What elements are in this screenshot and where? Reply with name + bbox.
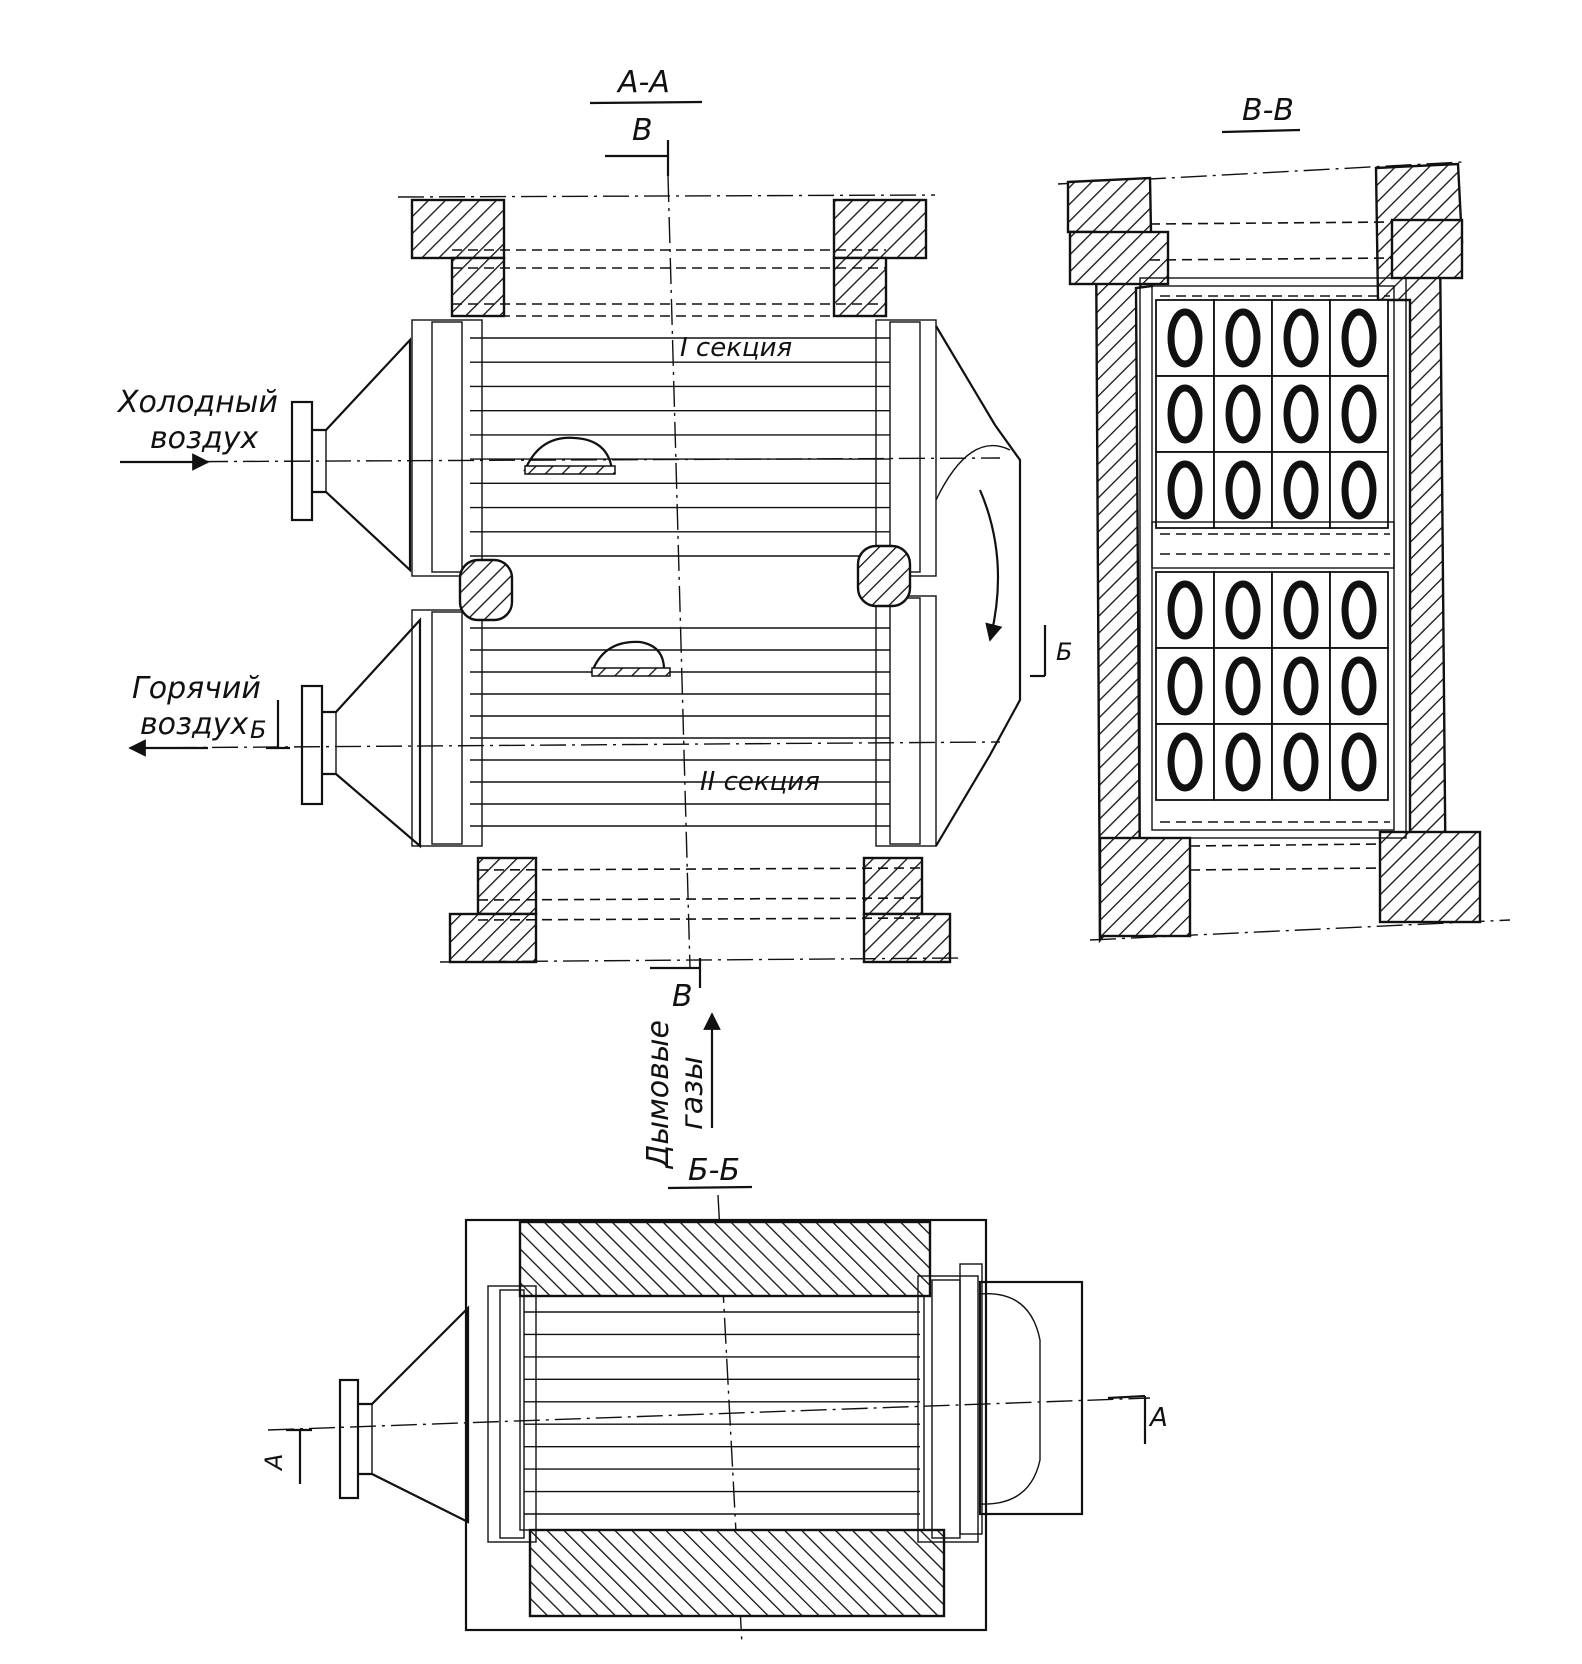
hot-air-label-1: Горячий bbox=[132, 671, 261, 706]
cut-mark-a-right: А bbox=[1107, 1394, 1168, 1444]
top-right-block bbox=[832, 198, 928, 260]
cut-mark-v-bottom: В bbox=[650, 958, 702, 1014]
view-vv: В-В bbox=[1057, 93, 1511, 944]
section-aa-title: А-А bbox=[616, 65, 670, 100]
vv-oval-opening bbox=[1225, 384, 1261, 444]
vv-oval-opening bbox=[1341, 732, 1377, 792]
cut-a-left-label: А bbox=[260, 1454, 288, 1472]
section-vv-title: В-В bbox=[1242, 93, 1294, 128]
vv-oval-opening bbox=[1225, 460, 1261, 520]
section-bb-title: Б-Б bbox=[688, 1153, 740, 1188]
section-vv-underline bbox=[1221, 128, 1301, 134]
cut-b-right-label: Б bbox=[1056, 638, 1072, 666]
hot-air-outlet bbox=[300, 617, 422, 849]
vv-oval-opening bbox=[1283, 308, 1319, 368]
inspection-hatch-lower bbox=[590, 640, 666, 674]
flue-gas-label-1: Дымовые bbox=[641, 1020, 676, 1170]
inspection-hatch-upper bbox=[523, 436, 614, 472]
bb-outlet bbox=[959, 1263, 1084, 1535]
vv-oval-opening bbox=[1225, 732, 1261, 792]
view-bb: Б-Б А bbox=[260, 1153, 1168, 1646]
view-aa: А-А В bbox=[116, 65, 1072, 1170]
vv-oval-opening bbox=[1167, 656, 1203, 716]
bb-outer-frame bbox=[464, 1218, 988, 1632]
vv-oval-opening bbox=[1167, 580, 1203, 640]
cut-mark-a-left: А bbox=[260, 1428, 312, 1484]
vv-oval-opening bbox=[1283, 732, 1319, 792]
vv-oval-opening bbox=[1283, 656, 1319, 716]
section-aa-underline bbox=[589, 100, 703, 105]
vv-oval-opening bbox=[1341, 384, 1377, 444]
vv-oval-opening bbox=[1225, 656, 1261, 716]
section-1-label: I секция bbox=[680, 333, 792, 363]
vv-oval-opening bbox=[1167, 308, 1203, 368]
top-frame bbox=[397, 194, 936, 318]
upper-tube-bundle bbox=[411, 319, 937, 577]
cold-air-label-1: Холодный bbox=[116, 385, 278, 420]
vv-oval-opening bbox=[1225, 308, 1261, 368]
vv-oval-opening bbox=[1341, 460, 1377, 520]
flue-gas: Дымовые газы bbox=[641, 1012, 721, 1170]
cut-v-top-label: В bbox=[632, 113, 653, 148]
centre-axis-aa bbox=[667, 175, 691, 969]
cut-a-right-label: А bbox=[1148, 1403, 1168, 1433]
vv-oval-opening bbox=[1283, 460, 1319, 520]
cut-b-left-label: Б bbox=[250, 716, 266, 744]
section-bb-underline bbox=[667, 1185, 753, 1190]
divider-right bbox=[856, 544, 912, 608]
flue-gas-label-2: газы bbox=[675, 1056, 710, 1130]
cut-v-bottom-label: В bbox=[672, 979, 693, 1014]
cold-air-inlet bbox=[290, 337, 412, 573]
bb-top-wall bbox=[518, 1220, 932, 1298]
section-2-label: II секция bbox=[700, 767, 820, 797]
vv-oval-opening bbox=[1167, 384, 1203, 444]
hot-air-label-2: воздух bbox=[140, 707, 248, 742]
vv-oval-opening bbox=[1341, 656, 1377, 716]
vv-oval-opening bbox=[1283, 580, 1319, 640]
turn-hood bbox=[935, 325, 1022, 847]
flow-arrow-turn bbox=[978, 489, 1003, 642]
vv-oval-opening bbox=[1341, 580, 1377, 640]
cut-mark-v-top: В bbox=[605, 113, 670, 176]
vv-oval-opening bbox=[1167, 460, 1203, 520]
vv-oval-opening bbox=[1341, 308, 1377, 368]
divider-left bbox=[458, 558, 514, 622]
cut-mark-b-right: Б bbox=[1030, 625, 1072, 678]
bottom-frame bbox=[439, 856, 961, 964]
top-left-block bbox=[410, 198, 506, 260]
cold-air-label-2: воздух bbox=[150, 421, 258, 456]
vv-oval-opening bbox=[1283, 384, 1319, 444]
vv-oval-opening bbox=[1167, 732, 1203, 792]
vv-frame bbox=[1139, 277, 1407, 839]
bb-inlet bbox=[338, 1305, 470, 1524]
lower-tube-bundle bbox=[411, 595, 937, 847]
bb-bottom-wall bbox=[528, 1528, 946, 1618]
vv-oval-opening bbox=[1225, 580, 1261, 640]
cut-mark-b-left: Б bbox=[250, 700, 290, 750]
